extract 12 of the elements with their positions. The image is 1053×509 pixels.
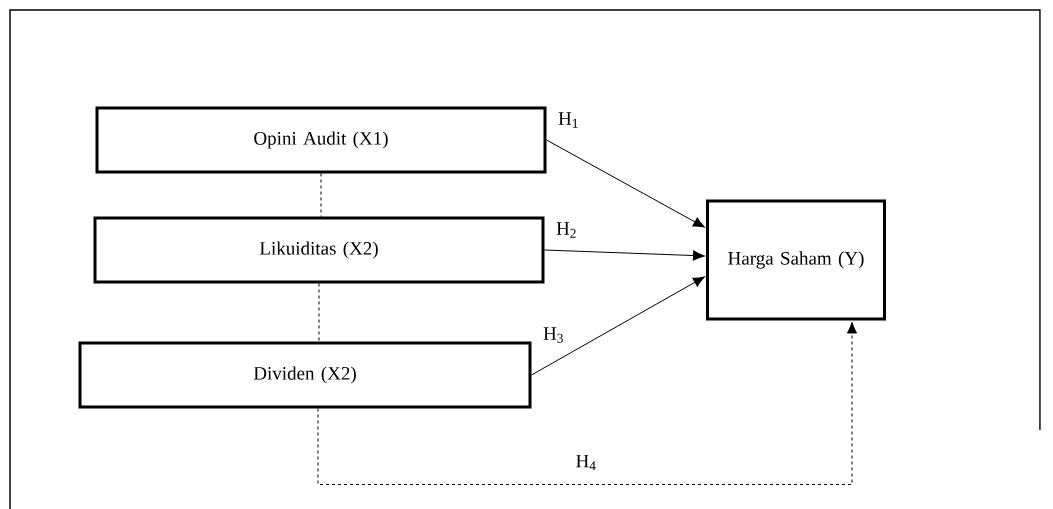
variable-box: Harga Saham (Y) — [706, 199, 886, 321]
variable-box: Likuiditas (X2) — [93, 216, 545, 284]
edge-label: H$_{3}$ — [542, 326, 565, 344]
edge-label: H$_{1}$ — [557, 111, 580, 129]
arrow — [531, 276, 705, 376]
variable-box: Opini Audit (X1) — [95, 106, 547, 174]
arrow — [317, 321, 858, 485]
arrow — [544, 249, 705, 261]
edge-label: H$_{2}$ — [555, 221, 578, 239]
edge-label: H$_{4}$ — [574, 453, 598, 472]
arrow — [546, 139, 705, 228]
variable-box: Dividen (X2) — [78, 341, 532, 409]
